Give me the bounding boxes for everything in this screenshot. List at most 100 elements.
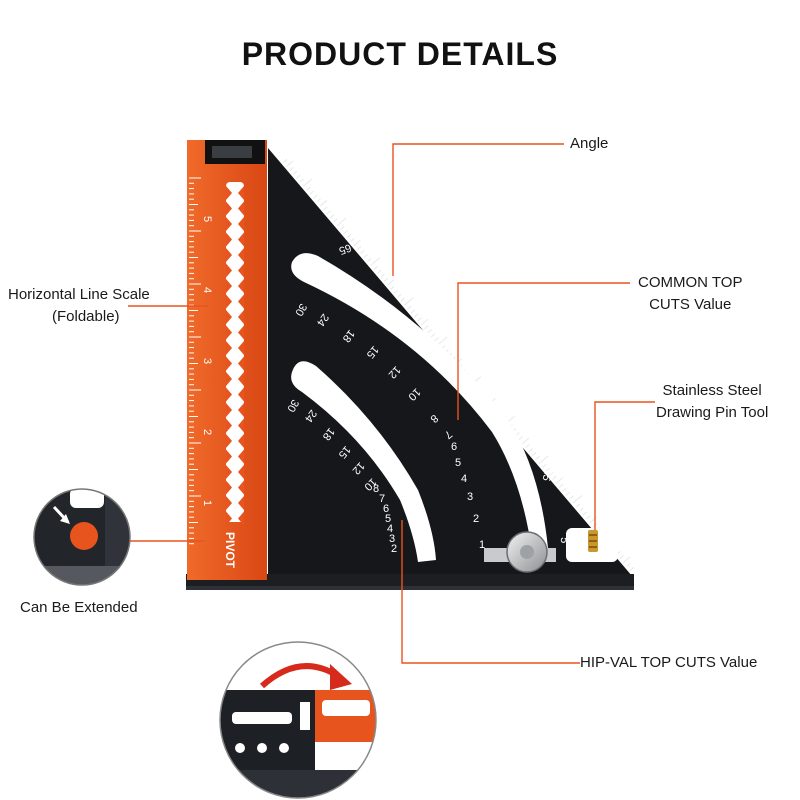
scale-label: 18: [340, 327, 357, 344]
scale-label: 55: [391, 276, 408, 293]
arm-scale-ticks: [189, 177, 201, 545]
angle-tick: [393, 289, 399, 294]
angle-tick: [333, 218, 338, 223]
fold-demo-circle: [219, 641, 377, 799]
angle-tick: [356, 246, 362, 251]
angle-tick: [410, 309, 416, 314]
angle-tick: [420, 318, 429, 326]
arm-scale-label: 1: [201, 500, 213, 506]
scale-label: 3: [467, 491, 473, 503]
angle-tick: [555, 477, 564, 484]
angle-tick: [538, 455, 549, 464]
common-top-cuts-label: COMMON TOP CUTS Value: [638, 272, 742, 316]
scale-label: 5: [455, 457, 461, 469]
extend-zoom-circle: [33, 488, 131, 586]
angle-tick: [622, 556, 631, 564]
angle-tick: [387, 279, 395, 286]
angle-tick: [286, 160, 294, 167]
angle-tick: [370, 257, 381, 266]
angle-tick: [292, 170, 298, 175]
angle-tick: [296, 174, 301, 179]
scale-label: 35: [482, 359, 499, 376]
angle-tick: [366, 257, 372, 262]
scale-label: 4: [387, 523, 393, 535]
angle-tick: [528, 448, 534, 453]
angle-tick: [390, 285, 395, 290]
stainless-line2: Drawing Pin Tool: [656, 404, 769, 421]
scale-label: 8: [373, 483, 379, 495]
angle-tick: [403, 296, 414, 306]
angle-tick: [380, 273, 385, 278]
scale-label: 1: [479, 539, 485, 551]
stainless-pin-label: Stainless Steel Drawing Pin Tool: [656, 380, 768, 424]
angle-tick: [373, 265, 379, 270]
angle-tick: [309, 190, 315, 195]
arm-scale-label: 2: [201, 429, 213, 435]
angle-tick: [579, 507, 584, 512]
angle-tick: [360, 250, 365, 255]
angle-tick: [545, 467, 550, 472]
scale-label: 2: [473, 513, 479, 525]
angle-tick: [353, 239, 361, 247]
angle-tick: [542, 463, 547, 468]
scale-label: 3: [389, 533, 395, 545]
horizontal-scale-label: Horizontal Line Scale (Foldable): [8, 284, 150, 328]
angle-tick: [531, 452, 537, 457]
scale-label: 45: [438, 314, 455, 331]
angle-tick: [323, 206, 328, 211]
angle-tick: [383, 277, 389, 282]
angle-tick: [319, 199, 328, 207]
angle-tick: [558, 483, 564, 488]
angle-tick: [339, 226, 345, 231]
scale-label: 7: [379, 493, 385, 505]
stainless-line1: Stainless Steel: [662, 382, 762, 399]
arm-scale-label: 4: [201, 287, 213, 293]
angle-tick: [336, 217, 347, 227]
angle-tick: [414, 313, 419, 318]
angle-tick: [329, 214, 335, 219]
angle-tick: [363, 253, 368, 258]
angle-tick: [427, 329, 432, 334]
horizontal-scale-title: Horizontal Line Scale: [8, 286, 150, 303]
outer-arc-slot: [291, 253, 548, 552]
angle-tick: [299, 178, 304, 183]
angle-tick: [377, 269, 382, 274]
arm-serrated-slot: [226, 182, 244, 526]
horizontal-scale-subtitle: (Foldable): [52, 308, 120, 325]
angle-tick: [629, 566, 635, 571]
angle-tick: [548, 471, 554, 476]
angle-tick: [535, 456, 540, 461]
inner-arc-slot: [291, 361, 436, 562]
angle-tick: [326, 210, 331, 215]
scale-label: 24: [314, 311, 331, 328]
arm-scale-labels: 1 2 3 4 5: [201, 216, 213, 506]
arm-scale-label: 3: [201, 358, 213, 364]
angle-label: Angle: [570, 135, 609, 152]
angle-tick: [407, 305, 412, 310]
angle-tick: [437, 336, 448, 346]
callout-lines: [128, 143, 655, 664]
angle-tick: [400, 297, 406, 302]
scale-label: 18: [320, 425, 337, 442]
angle-tick: [346, 234, 352, 239]
scale-label: 5: [558, 537, 570, 544]
angle-tick: [350, 238, 355, 243]
angle-tick: [306, 186, 311, 191]
angle-tick: [397, 293, 402, 298]
arm-scale-label: 5: [201, 216, 213, 222]
angle-tick: [430, 333, 436, 338]
angle-tick: [282, 158, 288, 163]
angle-tick: [302, 178, 313, 187]
scale-label: 15: [540, 467, 555, 482]
scale-label: 24: [302, 407, 319, 424]
drawing-pin-icon: [588, 530, 598, 552]
pivot-label: PIVOT: [223, 532, 237, 569]
angle-tick: [575, 503, 581, 508]
angle-tick: [562, 487, 567, 492]
angle-tick: [343, 230, 348, 235]
angle-tick: [434, 337, 439, 342]
angle-tick: [417, 317, 422, 322]
angle-tick: [312, 194, 318, 199]
angle-tick: [569, 495, 574, 500]
